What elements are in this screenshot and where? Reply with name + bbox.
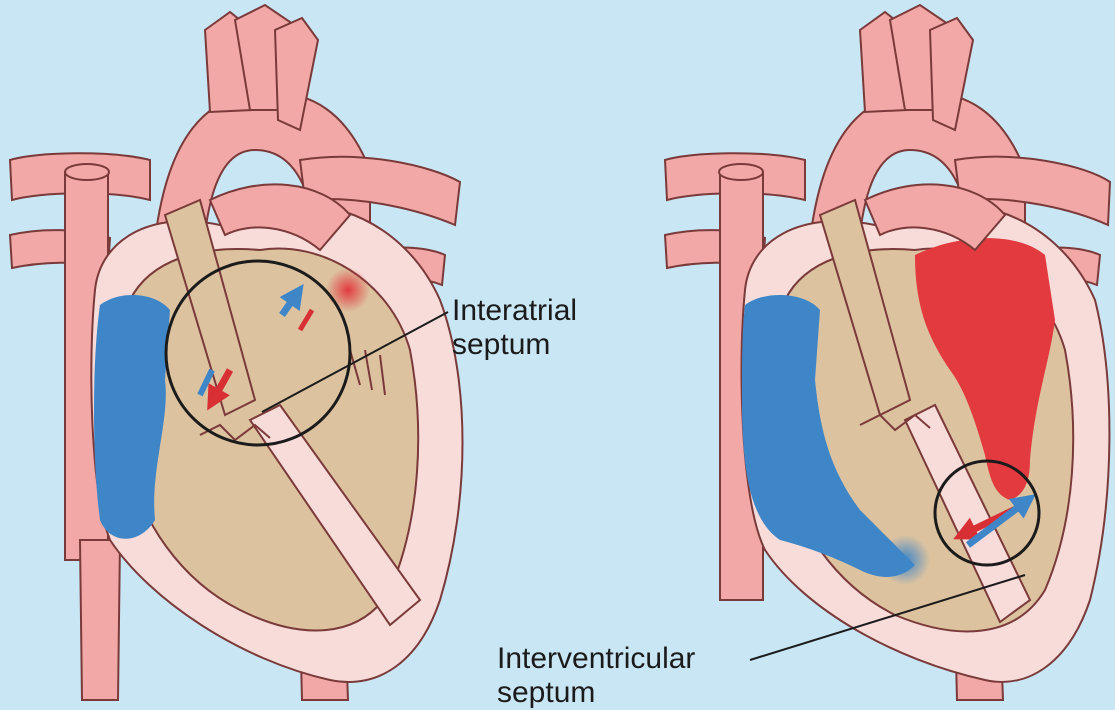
interatrial-septum-label: Interatrial septum <box>452 294 577 362</box>
blue-fade-spot <box>880 535 930 585</box>
svc-opening <box>65 164 109 180</box>
svc-opening <box>719 164 763 180</box>
left-atrium-red-spot <box>326 268 370 312</box>
left-heart <box>10 5 463 700</box>
interventricular-label-line1: Interventricular <box>497 642 695 676</box>
interventricular-label-line2: septum <box>497 676 695 710</box>
right-heart <box>665 5 1110 700</box>
interventricular-septum-label: Interventricular septum <box>497 642 695 710</box>
ivc-left <box>80 540 120 700</box>
interatrial-label-line1: Interatrial <box>452 294 577 328</box>
interatrial-label-line2: septum <box>452 328 577 362</box>
